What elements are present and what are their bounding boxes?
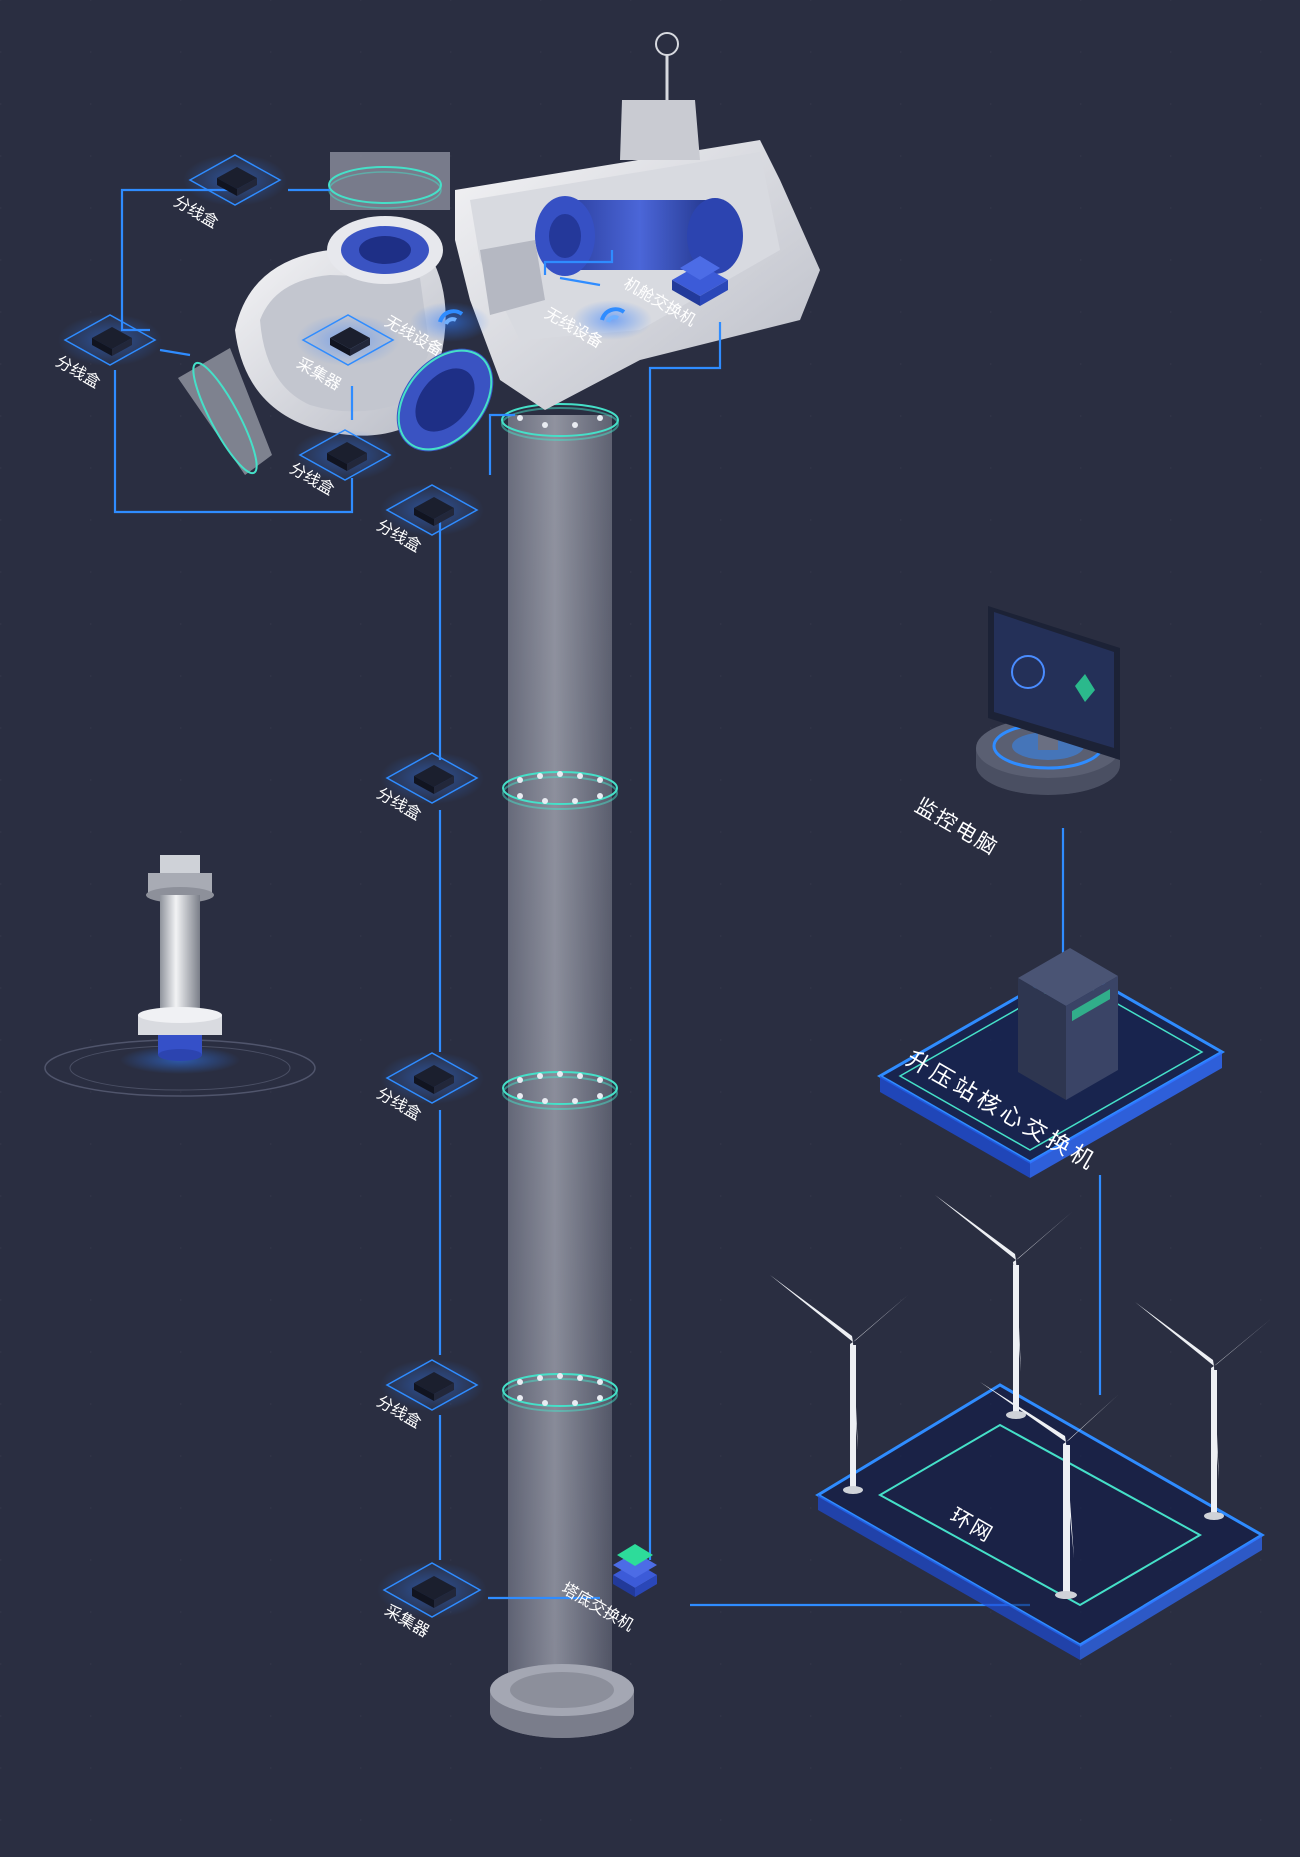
monitor-icon — [976, 606, 1120, 795]
ring-bolts — [517, 415, 603, 1406]
nacelle — [178, 32, 820, 475]
connection-lines — [113, 188, 1102, 1607]
switch-icon — [613, 1544, 657, 1597]
server-icon — [876, 948, 1226, 1178]
bolt-sensor-icon — [44, 855, 316, 1097]
tower — [490, 415, 634, 1738]
switch-icon — [672, 256, 728, 306]
junction-box-icons — [58, 154, 487, 1618]
ring-network-platform — [815, 1383, 1265, 1660]
wifi-icon — [410, 300, 652, 342]
wind-turbine-icon — [770, 1195, 1272, 1599]
